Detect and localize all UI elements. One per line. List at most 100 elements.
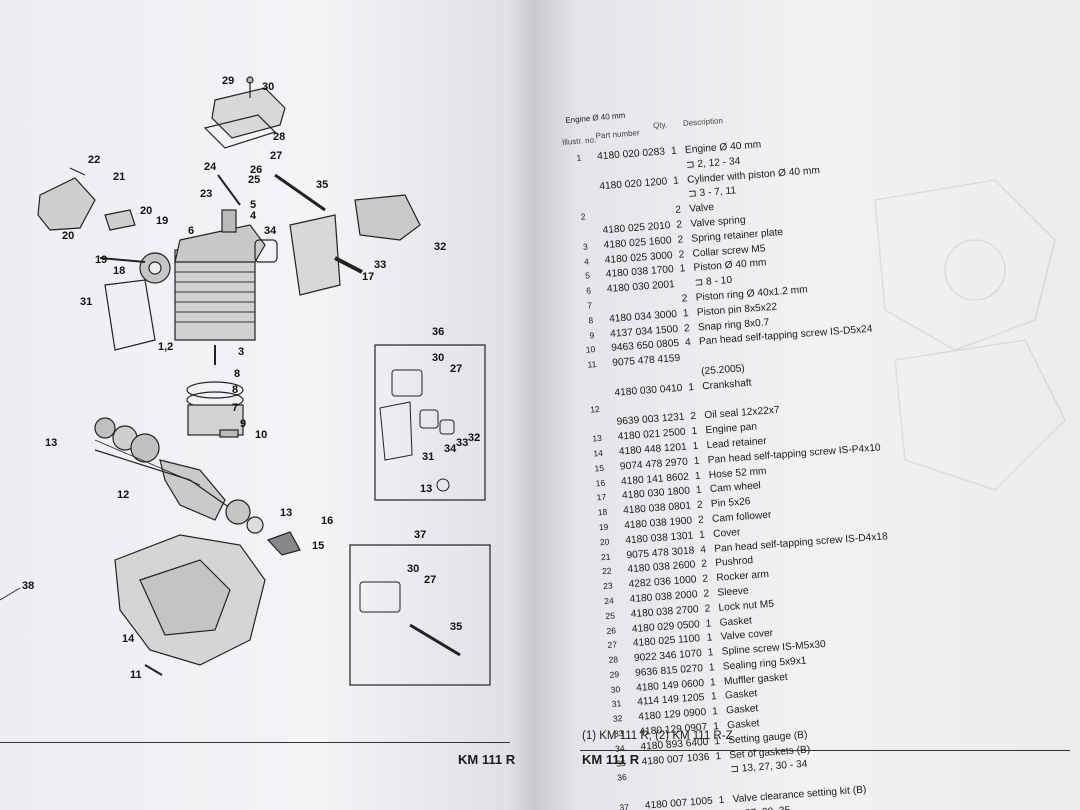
callout-28: 28 [273, 131, 285, 143]
row-illustr-no: 20 [599, 536, 610, 547]
callout-16: 16 [321, 515, 333, 527]
callout-13b: 13 [280, 507, 292, 519]
row-description: Gasket [719, 614, 753, 629]
gasket-31-shape [104, 279, 156, 351]
callout-38: 38 [22, 580, 34, 592]
box37-callout-30: 30 [407, 563, 419, 575]
callout-7: 7 [232, 402, 238, 414]
row-qty: 2 [700, 558, 708, 571]
row-qty: 1 [694, 470, 701, 482]
row-illustr-no: 22 [601, 565, 612, 577]
row-description: Engine pan [705, 421, 758, 437]
row-illustr-no: 11 [587, 359, 597, 370]
callout-17: 17 [362, 271, 374, 283]
row-qty: 1 [715, 750, 722, 763]
callout-19a: 19 [156, 215, 168, 227]
row-illustr-no: 27 [607, 639, 618, 651]
box37-callout-35: 35 [450, 621, 462, 633]
row-qty: 1 [693, 455, 700, 467]
row-qty: 2 [676, 219, 683, 231]
box37-callout-27: 27 [424, 574, 436, 586]
row-illustr-no: 25 [605, 610, 616, 621]
section-title: Engine Ø 40 mm [565, 110, 626, 125]
callout-10: 10 [255, 429, 267, 441]
row-illustr-no: 37 [619, 801, 630, 810]
row-part-number: 4180 020 0283 [596, 146, 666, 163]
cover-21-shape [37, 177, 96, 231]
row-description: Crankshaft [701, 377, 752, 393]
row-qty: 1 [692, 440, 699, 453]
callout-20b: 20 [62, 230, 74, 242]
callout-23: 23 [200, 188, 212, 200]
carburetor-shape [354, 194, 421, 241]
row-qty: 4 [699, 544, 707, 556]
callout-18: 18 [113, 265, 125, 277]
row-qty: 4 [684, 337, 692, 349]
row-qty: 1 [672, 175, 680, 187]
row-illustr-no: 1 [576, 152, 582, 163]
footer-rule-left [0, 742, 510, 743]
row-description: Pin 5x26 [710, 496, 751, 511]
row-illustr-no: 28 [608, 654, 619, 666]
callout-32: 32 [434, 241, 446, 253]
row-illustr-no: 36 [616, 772, 628, 784]
callout-27: 27 [270, 150, 282, 162]
callout-3: 3 [238, 346, 244, 358]
row-illustr-no: 24 [603, 595, 615, 606]
callout-35: 35 [316, 179, 328, 191]
row-illustr-no: 14 [593, 447, 604, 459]
callout-33: 33 [374, 259, 386, 271]
bleed-through-diagram [874, 179, 1066, 491]
callout-9: 9 [240, 418, 246, 430]
row-description: Valve cover [720, 628, 774, 643]
footer-rule-right [580, 750, 1070, 751]
exploded-engine-diagram: 29 30 28 27 22 21 24 26 25 35 23 5 4 20 … [0, 75, 491, 686]
row-illustr-no [584, 389, 598, 390]
row-description: Gasket [724, 688, 758, 702]
valve-cover-shape [211, 87, 286, 139]
row-qty: 1 [695, 485, 703, 497]
box36-callout-32: 32 [468, 432, 480, 444]
callout-13a: 13 [45, 437, 57, 449]
row-qty: 2 [702, 573, 709, 585]
row-qty: 1 [682, 307, 689, 320]
row-description: Rocker arm [716, 569, 770, 584]
row-illustr-no: 10 [585, 344, 596, 356]
row-qty: 2 [704, 603, 711, 615]
parts-table: Illustr. no. Part number Qty. Descriptio… [561, 91, 1080, 810]
row-description: Cam wheel [709, 480, 762, 496]
row-illustr-no [572, 226, 586, 227]
callout-24: 24 [204, 161, 217, 173]
row-qty: 1 [706, 632, 713, 644]
row-qty: 1 [705, 617, 712, 630]
row-illustr-no: 17 [596, 492, 607, 503]
row-illustr-no: 29 [609, 669, 620, 680]
callout-6: 6 [188, 225, 194, 237]
row-illustr-no: 13 [592, 432, 603, 444]
gasket-34-shape [254, 239, 278, 263]
row-qty: 2 [677, 234, 684, 246]
callout-21: 21 [113, 171, 125, 183]
box36-callout-13: 13 [420, 483, 432, 495]
box36-callout-30: 30 [432, 352, 444, 364]
callout-36: 36 [432, 326, 444, 338]
row-description: Gasket [725, 703, 759, 717]
row-description: Valve [688, 202, 715, 215]
row-description: ⊐ 3 - 7, 11 [687, 185, 737, 201]
row-qty: 1 [718, 794, 725, 807]
row-qty: 1 [711, 706, 719, 718]
callout-26: 26 [250, 164, 262, 176]
row-illustr-no: 31 [611, 698, 622, 710]
row-description: Pushrod [714, 555, 754, 570]
row-illustr-no: 26 [606, 624, 617, 636]
right-page-parts-list: Engine Ø 40 mm Illustr. no. Part number … [535, 0, 1080, 810]
box36-callout-31: 31 [422, 451, 434, 463]
col-header-qty: Qty. [652, 120, 668, 131]
box36-callout-27: 27 [450, 363, 462, 375]
row-description: Cover [712, 526, 741, 540]
row-qty: 1 [691, 425, 698, 438]
callout-1-2: 1,2 [158, 341, 173, 353]
row-illustr-no: 16 [595, 477, 606, 488]
row-qty: 1 [679, 263, 686, 276]
